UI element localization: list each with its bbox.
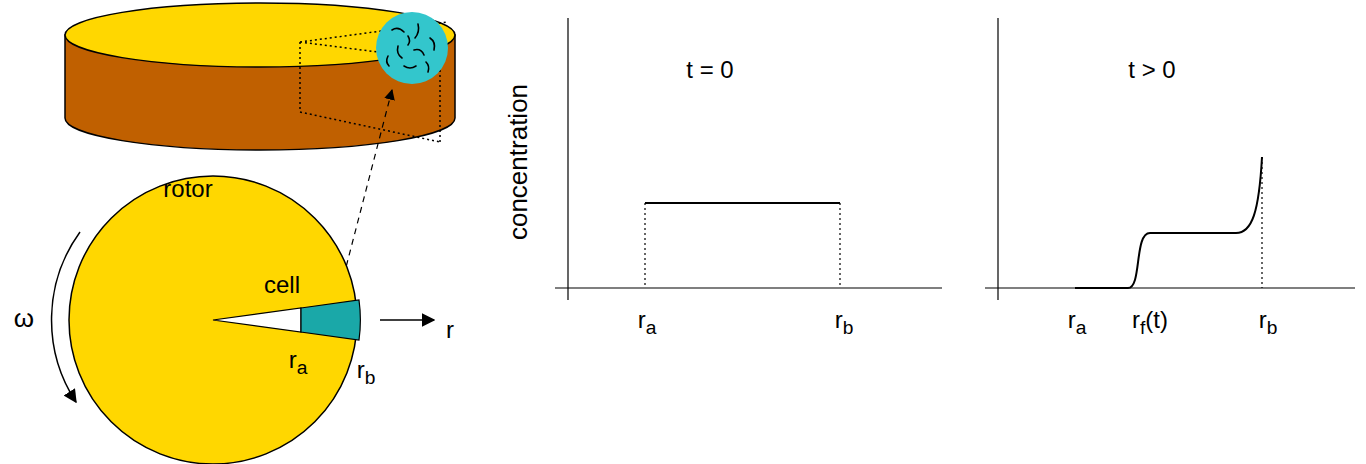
angular-velocity: ω (14, 305, 34, 331)
rotor-circle: rotor cell (68, 175, 358, 464)
axis-tick-label: rb (1259, 308, 1278, 332)
axis-tick-label: rb (835, 308, 854, 332)
rotor-disc-3d (65, 3, 455, 150)
radius-arrow (380, 319, 434, 321)
axis-tick-label: rf(t) (1132, 308, 1168, 332)
axis-tick-label: ra (638, 308, 657, 332)
radius-label: ra (289, 348, 308, 372)
axis-title: concentration (505, 84, 531, 240)
part-label: rotor (163, 177, 212, 201)
cell-wedge: cell (258, 273, 362, 345)
plot-title: t > 0 (1128, 58, 1175, 82)
plot-title: t = 0 (686, 58, 733, 82)
cell-sector (301, 300, 360, 340)
axis-tick-label: ra (1068, 308, 1087, 332)
plot-initial (555, 18, 942, 300)
rotor-notch (213, 308, 301, 332)
magnified-view (376, 12, 448, 84)
part-label: cell (264, 273, 300, 297)
plot-later (985, 18, 1355, 300)
axis-label: r (446, 318, 454, 342)
radius-label: rb (357, 358, 376, 382)
